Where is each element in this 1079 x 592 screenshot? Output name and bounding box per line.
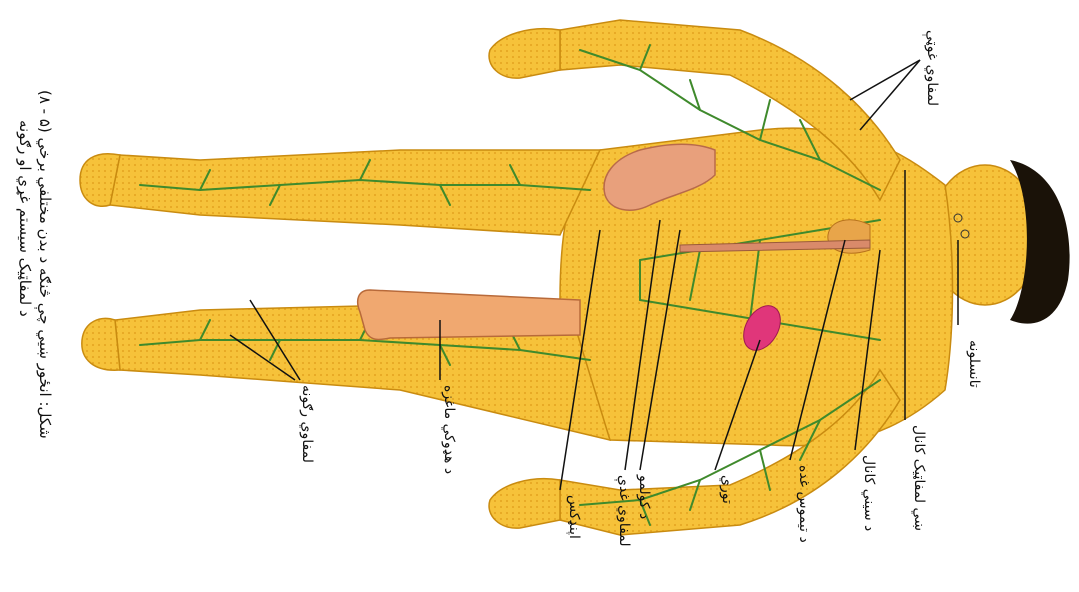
caption-line-1: (۸ - ۵) شکل: انځور ښيي چې څنګه د بدن مخت… (34, 90, 54, 439)
femur-bone (358, 290, 580, 340)
label-lymphatic-duct: ښي لمفاټيک کانال (911, 425, 927, 531)
label-thymus: د تيموس غده (796, 465, 812, 543)
label-thoracic-duct: د سيني کانال (861, 455, 877, 531)
label-appendix: اپنډکس (566, 495, 582, 539)
hand-lower (489, 479, 560, 528)
label-lymph-nodes-axilla: لمفاوي غوټې (922, 30, 940, 106)
label-intestinal-lymph: لمفاوي غدې (614, 475, 632, 547)
label-bone-marrow: د هډوکي ماغزه (441, 385, 457, 474)
caption-line-2: د لمفاټيک سیستم غړي او رګونه (15, 120, 34, 317)
hand-upper (489, 29, 560, 78)
figure-caption: (۸ - ۵) شکل: انځور ښيي چې څنګه د بدن مخت… (15, 90, 54, 439)
leg-upper (110, 150, 600, 235)
label-tonsils: تانسلونه (966, 340, 982, 388)
label-spleen: توري (719, 475, 735, 504)
label-lymph-vessels: لمفاوي رګونه (299, 385, 315, 463)
label-intestine: د کولمو (636, 474, 652, 519)
foot-lower (82, 318, 120, 370)
